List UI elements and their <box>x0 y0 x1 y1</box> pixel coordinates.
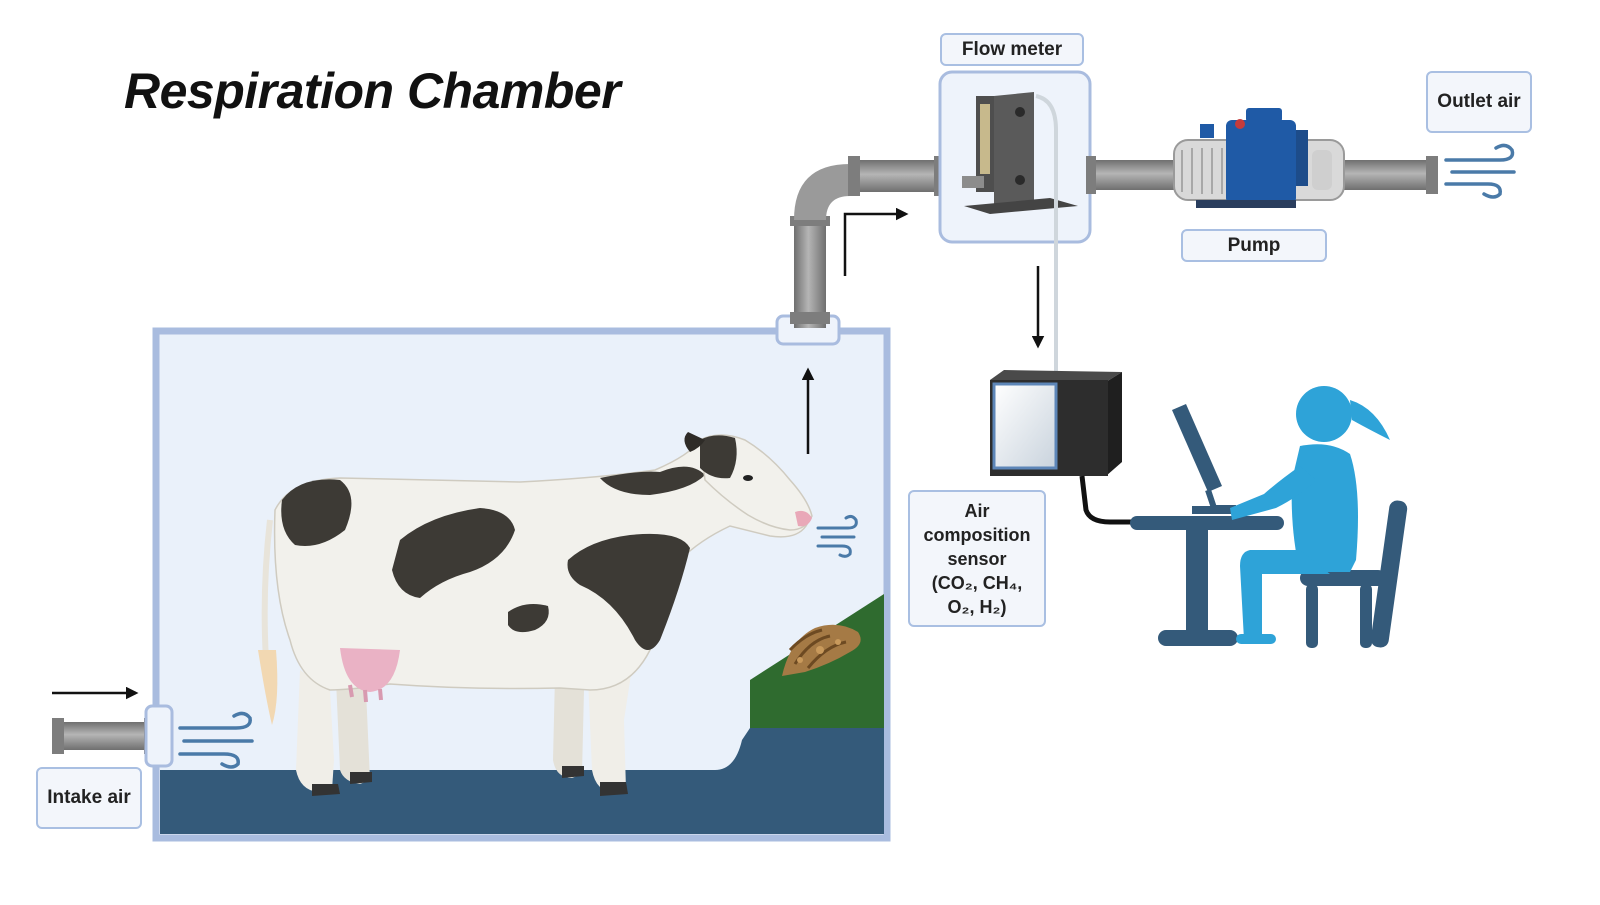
intake-air-label: Intake air <box>36 767 142 829</box>
exhaust-pipe <box>1086 156 1438 194</box>
flow-meter-label: Flow meter <box>940 33 1084 66</box>
intake-collar <box>144 704 174 768</box>
outlet-air-label: Outlet air <box>1426 71 1532 133</box>
wind-icon <box>816 514 858 558</box>
page-title: Respiration Chamber <box>124 63 621 119</box>
sensor-label-line: composition <box>923 524 1031 545</box>
intake-pipe <box>52 718 156 754</box>
feed-pile-icon <box>782 624 861 676</box>
outlet-pipe <box>790 156 946 328</box>
sensor-label-line: (CO₂, CH₄, <box>931 572 1023 593</box>
wind-icon <box>1444 143 1516 199</box>
flow-meter-icon <box>962 92 1078 372</box>
person-at-computer-icon <box>1130 386 1408 648</box>
sensor-label-line: O₂, H₂) <box>947 596 1007 617</box>
wind-icon <box>178 711 254 769</box>
sensor-label-line: Air <box>964 500 990 521</box>
pump-icon <box>1173 108 1345 208</box>
arrow-icon <box>843 207 909 276</box>
chamber-floor <box>160 728 884 834</box>
sensor-box-icon <box>990 370 1140 525</box>
cow-icon <box>258 432 813 796</box>
pump-label: Pump <box>1181 229 1327 262</box>
sensor-label-line: sensor <box>947 548 1007 569</box>
air-composition-sensor-label: Air composition sensor (CO₂, CH₄, O₂, H₂… <box>908 490 1046 627</box>
